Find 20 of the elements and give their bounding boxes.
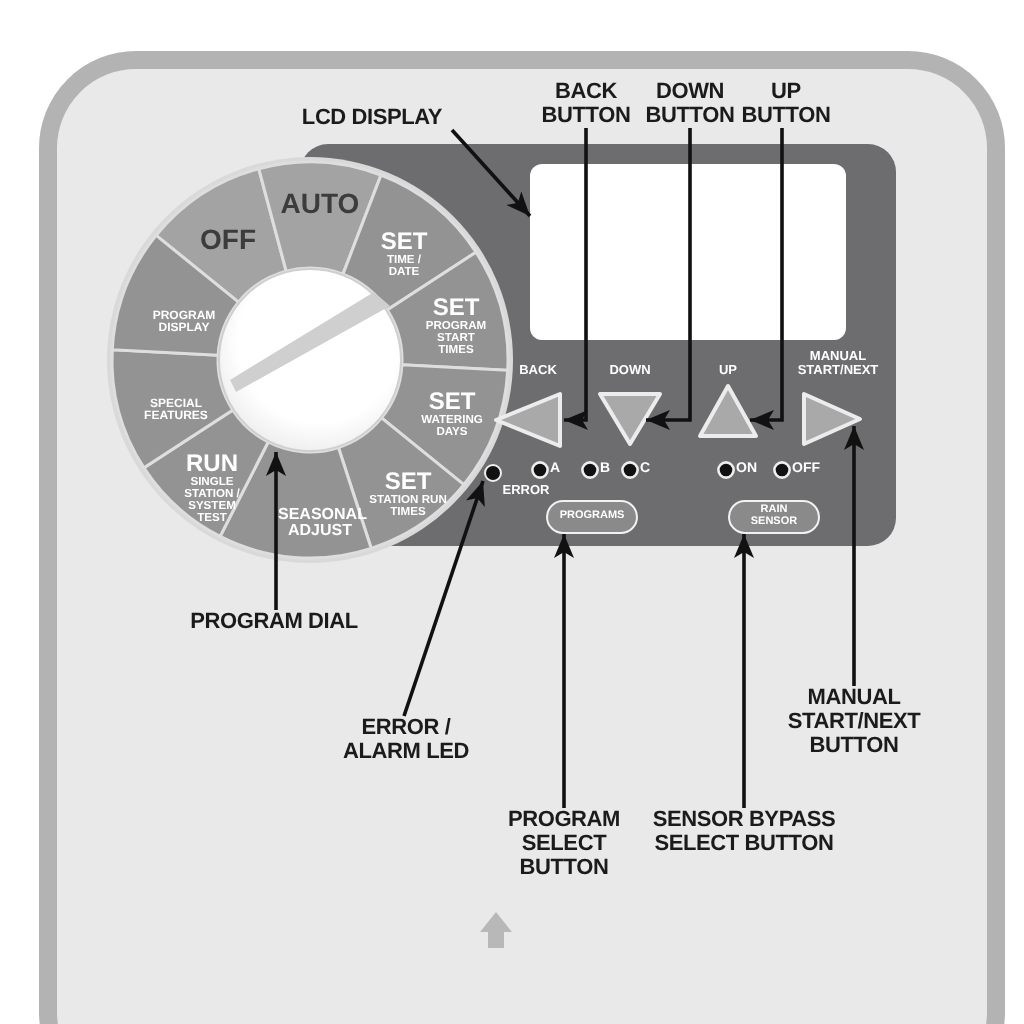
manual-start-button	[800, 390, 864, 448]
leader-line	[564, 128, 588, 430]
callout-label: LCD DISPLAY	[280, 106, 464, 130]
callout-label: BACK BUTTON	[532, 80, 640, 128]
leader-line	[402, 480, 485, 717]
back-button	[492, 390, 564, 450]
leader-line	[750, 128, 784, 430]
callout-label: ERROR / ALARM LED	[336, 716, 476, 764]
callout-label: SENSOR BYPASS SELECT BUTTON	[636, 808, 852, 856]
leader-line	[844, 426, 864, 686]
callout-label: PROGRAM DIAL	[168, 610, 380, 634]
lcd-screen	[530, 164, 846, 340]
callout-label: MANUAL START/NEXT BUTTON	[776, 686, 932, 758]
up-button	[696, 382, 760, 440]
callout-label: PROGRAM SELECT BUTTON	[496, 808, 632, 880]
leader-line	[266, 452, 286, 610]
down-button	[596, 390, 664, 448]
leader-line	[734, 534, 754, 808]
leader-line	[646, 128, 692, 430]
leader-line	[554, 534, 574, 808]
